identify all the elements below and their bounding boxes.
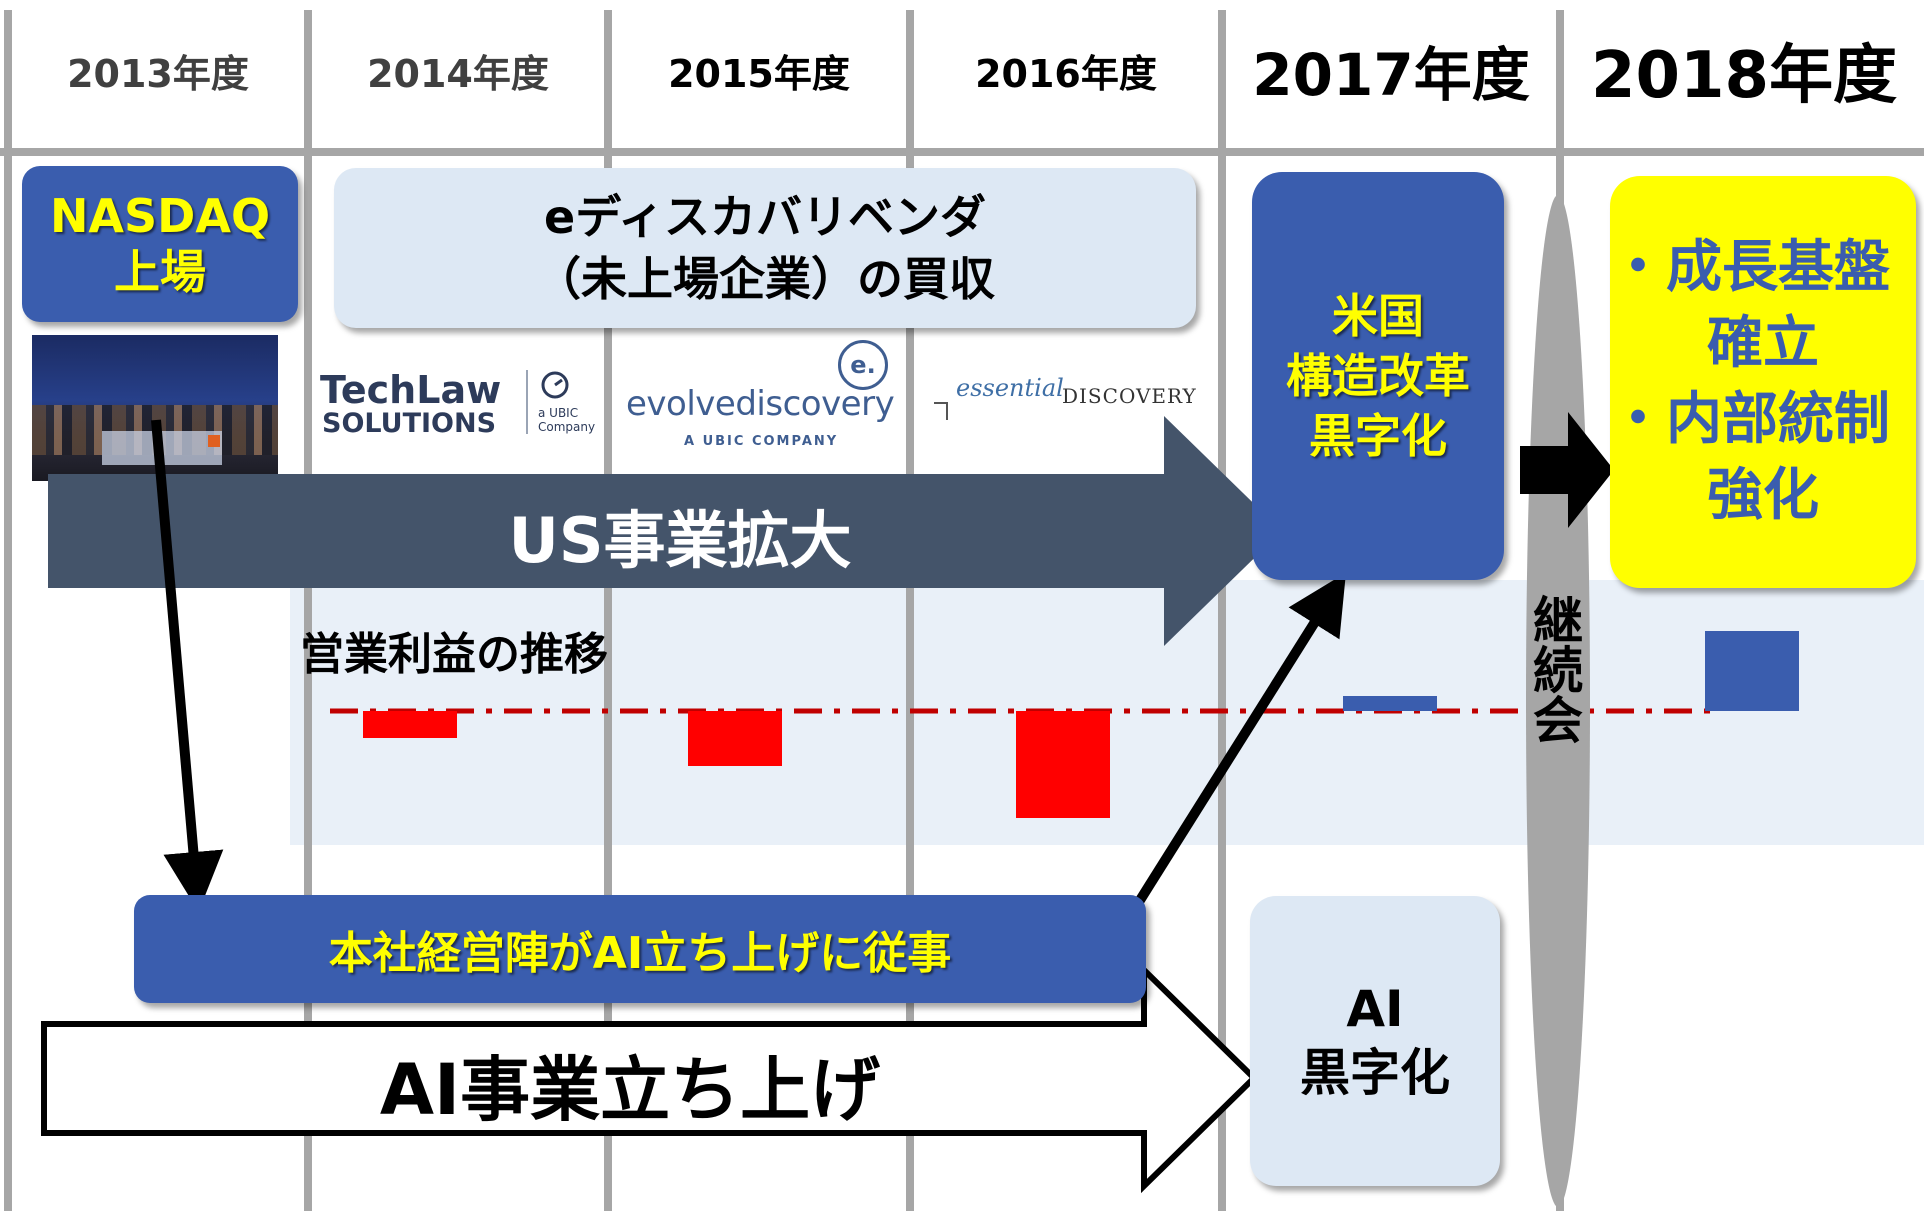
growth-item1-line1: ・成長基盤 (1610, 235, 1890, 300)
profit-bar-5 (1343, 696, 1437, 711)
growth-item1-line2: 確立 (1707, 311, 1819, 376)
acquisition-line1: eディスカバリベンダ (544, 190, 986, 244)
essential-discovery-logo: essential DISCOVERY (934, 374, 1214, 424)
us-reform-line2: 構造改革 (1286, 349, 1470, 403)
us-expansion-label: US事業拡大 (508, 504, 852, 577)
profit-bar-3 (688, 711, 782, 766)
nasdaq-line1: NASDAQ (49, 189, 271, 243)
profit-bar-4 (1016, 711, 1110, 818)
year-2015: 2015年度 (668, 51, 850, 96)
evolve-discovery-logo: e. evolvediscovery A UBIC COMPANY (626, 338, 906, 456)
evolve-sub: A UBIC COMPANY (684, 434, 839, 449)
us-reform-line1: 米国 (1332, 289, 1424, 343)
header-divider (0, 148, 1924, 156)
ai-box-line1: AI (1346, 980, 1404, 1038)
evolve-name: evolvediscovery (626, 384, 895, 424)
essential-part1: essential (956, 374, 1064, 402)
nasdaq-line2: 上場 (114, 245, 206, 299)
techlaw-sub1: a UBIC (538, 406, 579, 420)
hq-ai-bar-label: 本社経営陣がAI立ち上げに従事 (328, 928, 952, 979)
techlaw-sub2: Company (538, 420, 596, 434)
nasdaq-to-hq-arrow (151, 419, 224, 912)
grid-line-3 (604, 10, 612, 1211)
growth-item2-line1: ・内部統制 (1610, 387, 1890, 452)
nasdaq-listing-box: NASDAQ 上場 (22, 166, 298, 322)
grid-line-5 (1218, 10, 1226, 1211)
continue-label: 継続会 (1525, 594, 1590, 744)
year-2013: 2013年度 (67, 51, 249, 96)
essential-part2: DISCOVERY (1062, 384, 1197, 408)
ubic-clock-icon (541, 371, 569, 399)
hq-ai-bar: 本社経営陣がAI立ち上げに従事 (134, 895, 1146, 1003)
continue-label-text: 継続会 (1525, 594, 1583, 744)
hq-to-us-reform-arrow (1115, 572, 1346, 935)
techlaw-name1: TechLaw (320, 368, 502, 412)
profit-bars (363, 631, 1799, 818)
acquisition-line2: （未上場企業）の買収 (535, 252, 995, 306)
techlaw-logo: TechLaw SOLUTIONS a UBIC Company (320, 368, 610, 439)
grid-line-2 (304, 10, 312, 1211)
us-reform-box: 米国 構造改革 黒字化 (1252, 172, 1504, 580)
evolve-badge-icon: e. (838, 340, 888, 390)
ai-business-label: AI事業立ち上げ (379, 1049, 881, 1131)
grid-line-1 (4, 10, 12, 1211)
acquisition-box: eディスカバリベンダ （未上場企業）の買収 (334, 168, 1196, 328)
evolve-badge-label: e. (850, 351, 876, 379)
ai-profit-box: AI 黒字化 (1250, 896, 1500, 1186)
ai-business-arrow (41, 962, 1259, 1194)
year-2018: 2018年度 (1590, 39, 1898, 113)
profit-chart-label: 営業利益の推移 (300, 629, 608, 680)
to-2018-arrow (1520, 412, 1614, 528)
year-2016: 2016年度 (975, 51, 1157, 96)
us-reform-line3: 黒字化 (1309, 409, 1447, 463)
techlaw-name2: SOLUTIONS (322, 408, 497, 439)
profit-bar-6 (1705, 631, 1799, 711)
profit-bar-1 (363, 711, 457, 738)
growth-item2-line2: 強化 (1707, 463, 1819, 528)
growth-box: ・成長基盤 確立 ・内部統制 強化 (1610, 176, 1916, 588)
ai-box-line2: 黒字化 (1300, 1044, 1450, 1102)
year-2017: 2017年度 (1252, 41, 1530, 109)
year-2014: 2014年度 (367, 51, 549, 96)
us-expansion-arrow (48, 416, 1282, 646)
continue-ellipse (1526, 195, 1590, 1207)
grid-line-4 (906, 10, 914, 1211)
nasdaq-ceremony-photo (32, 335, 278, 481)
